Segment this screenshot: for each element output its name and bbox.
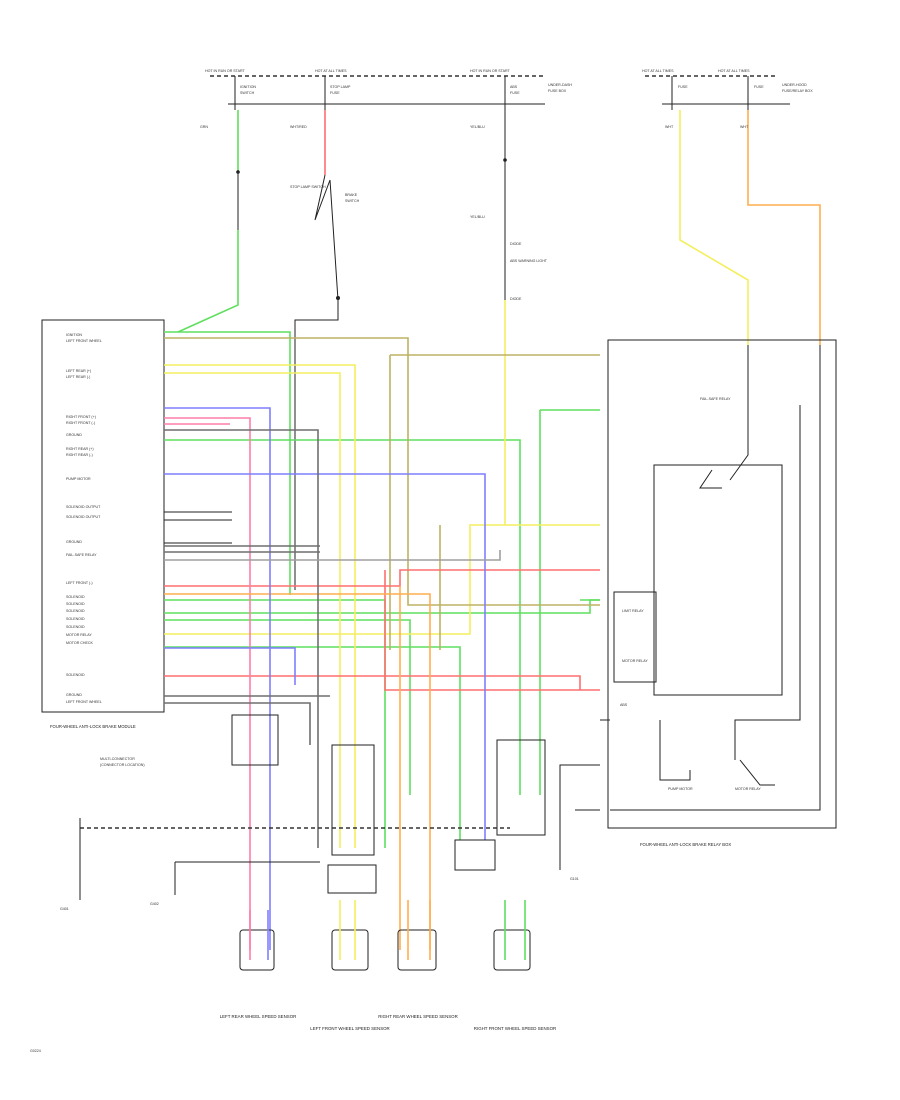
svg-text:GROUND: GROUND (66, 540, 82, 544)
svg-text:SOLENOID: SOLENOID (66, 617, 85, 621)
svg-text:LEFT REAR (-): LEFT REAR (-) (66, 375, 90, 379)
svg-text:MULTI-CONNECTOR: MULTI-CONNECTOR (100, 757, 135, 761)
svg-text:SOLENOID: SOLENOID (66, 625, 85, 629)
svg-text:WHT/RED: WHT/RED (290, 125, 307, 129)
svg-text:PUMP MOTOR: PUMP MOTOR (66, 477, 91, 481)
feed-wires: GRN WHT/RED STOP LAMP SWITCH BRAKE SWITC… (177, 110, 821, 590)
svg-text:YEL/BLU: YEL/BLU (470, 125, 485, 129)
abs-control-module: FOUR-WHEEL ANTI-LOCK BRAKE MODULE IGNITI… (41, 319, 165, 729)
svg-text:WHT: WHT (740, 125, 749, 129)
svg-text:LEFT FRONT (-): LEFT FRONT (-) (66, 581, 93, 585)
svg-text:IGNITION: IGNITION (66, 333, 82, 337)
svg-text:FUSE/RELAY BOX: FUSE/RELAY BOX (782, 89, 813, 93)
relay-box: FOUR-WHEEL ANTI-LOCK BRAKE RELAY BOX LIM… (559, 339, 837, 870)
right-fuse-label-1: HOT AT ALL TIMES (642, 69, 674, 73)
sensor-left-front (331, 900, 369, 971)
svg-text:SOLENOID OUTPUT: SOLENOID OUTPUT (66, 515, 101, 519)
svg-text:IGNITION: IGNITION (240, 85, 256, 89)
fuse-label-2: HOT AT ALL TIMES (315, 69, 347, 73)
svg-text:SWITCH: SWITCH (240, 91, 255, 95)
sensor-left-rear (239, 910, 275, 971)
svg-text:YEL/BLU: YEL/BLU (470, 215, 485, 219)
wheel-sensors (239, 900, 531, 971)
svg-text:WHT: WHT (665, 125, 674, 129)
svg-text:LEFT REAR (+): LEFT REAR (+) (66, 369, 91, 373)
svg-text:SOLENOID: SOLENOID (66, 609, 85, 613)
svg-text:G401: G401 (60, 907, 69, 911)
svg-text:DIODE: DIODE (510, 297, 522, 301)
svg-text:GROUND: GROUND (66, 433, 82, 437)
sensor-caption-left-rear: LEFT REAR WHEEL SPEED SENSOR (220, 1014, 297, 1019)
svg-text:LEFT FRONT WHEEL: LEFT FRONT WHEEL (66, 700, 102, 704)
svg-text:BRAKE: BRAKE (345, 193, 358, 197)
module-caption: FOUR-WHEEL ANTI-LOCK BRAKE MODULE (50, 724, 136, 729)
svg-text:G101: G101 (570, 877, 579, 881)
sensor-caption-right-front: RIGHT FRONT WHEEL SPEED SENSOR (474, 1026, 556, 1031)
top-fuse-bus-right: HOT AT ALL TIMES HOT AT ALL TIMES FUSE F… (642, 69, 813, 110)
svg-text:DIODE: DIODE (510, 242, 522, 246)
harness-wires (164, 300, 600, 950)
fuse-label-3: HOT IN RUN OR START (470, 69, 511, 73)
svg-text:G402: G402 (150, 902, 159, 906)
sensor-caption-right-rear: RIGHT REAR WHEEL SPEED SENSOR (378, 1014, 458, 1019)
svg-text:UNDER-DASH: UNDER-DASH (548, 83, 572, 87)
relay-label-motor-relay: MOTOR RELAY (735, 787, 761, 791)
svg-text:LEFT FRONT WHEEL: LEFT FRONT WHEEL (66, 339, 102, 343)
svg-text:GROUND: GROUND (66, 693, 82, 697)
relay-label-limit: LIMIT RELAY (622, 609, 644, 613)
relay-label-motor: MOTOR RELAY (622, 659, 648, 663)
svg-text:RIGHT FRONT (+): RIGHT FRONT (+) (66, 415, 96, 419)
svg-text:GRN: GRN (200, 125, 208, 129)
sensor-right-rear (397, 900, 437, 971)
sensor-caption-left-front: LEFT FRONT WHEEL SPEED SENSOR (310, 1026, 389, 1031)
sensor-connectors: MULTI-CONNECTOR (CONNECTOR LOCATION) G40… (60, 714, 579, 911)
svg-text:MOTOR RELAY: MOTOR RELAY (66, 633, 92, 637)
svg-text:SOLENOID: SOLENOID (66, 673, 85, 677)
svg-text:FAIL-SAFE RELAY: FAIL-SAFE RELAY (66, 553, 97, 557)
svg-text:SOLENOID: SOLENOID (66, 602, 85, 606)
fuse-label-1: HOT IN RUN OR START (205, 69, 246, 73)
svg-text:FUSE: FUSE (754, 85, 764, 89)
right-fuse-label-2: HOT AT ALL TIMES (718, 69, 750, 73)
svg-text:SOLENOID: SOLENOID (66, 595, 85, 599)
svg-text:STOP LAMP SWITCH: STOP LAMP SWITCH (290, 185, 326, 189)
sensor-right-front (493, 900, 531, 971)
svg-text:ABS WARNING LIGHT: ABS WARNING LIGHT (510, 259, 548, 263)
svg-text:RIGHT REAR (-): RIGHT REAR (-) (66, 453, 93, 457)
svg-text:ABS: ABS (510, 85, 518, 89)
svg-text:RIGHT FRONT (-): RIGHT FRONT (-) (66, 421, 95, 425)
svg-text:(CONNECTOR LOCATION): (CONNECTOR LOCATION) (100, 763, 145, 767)
svg-text:STOP LAMP: STOP LAMP (330, 85, 351, 89)
svg-text:FUSE: FUSE (678, 85, 688, 89)
svg-text:UNDER-HOOD: UNDER-HOOD (782, 83, 807, 87)
svg-text:SOLENOID OUTPUT: SOLENOID OUTPUT (66, 505, 101, 509)
relay-label-abs: ABS (620, 703, 628, 707)
relay-caption: FOUR-WHEEL ANTI-LOCK BRAKE RELAY BOX (640, 842, 731, 847)
relay-label-failsafe: FAIL-SAFE RELAY (700, 397, 731, 401)
svg-text:FUSE BOX: FUSE BOX (548, 89, 567, 93)
relay-label-pump: PUMP MOTOR (668, 787, 693, 791)
svg-text:MOTOR CHECK: MOTOR CHECK (66, 641, 93, 645)
svg-text:SWITCH: SWITCH (345, 199, 360, 203)
svg-text:FUSE: FUSE (330, 91, 340, 95)
svg-text:FUSE: FUSE (510, 91, 520, 95)
top-fuse-bus-left: HOT IN RUN OR START HOT AT ALL TIMES HOT… (205, 69, 572, 110)
svg-text:RIGHT REAR (+): RIGHT REAR (+) (66, 447, 94, 451)
page-number: G0224 (30, 1049, 41, 1053)
